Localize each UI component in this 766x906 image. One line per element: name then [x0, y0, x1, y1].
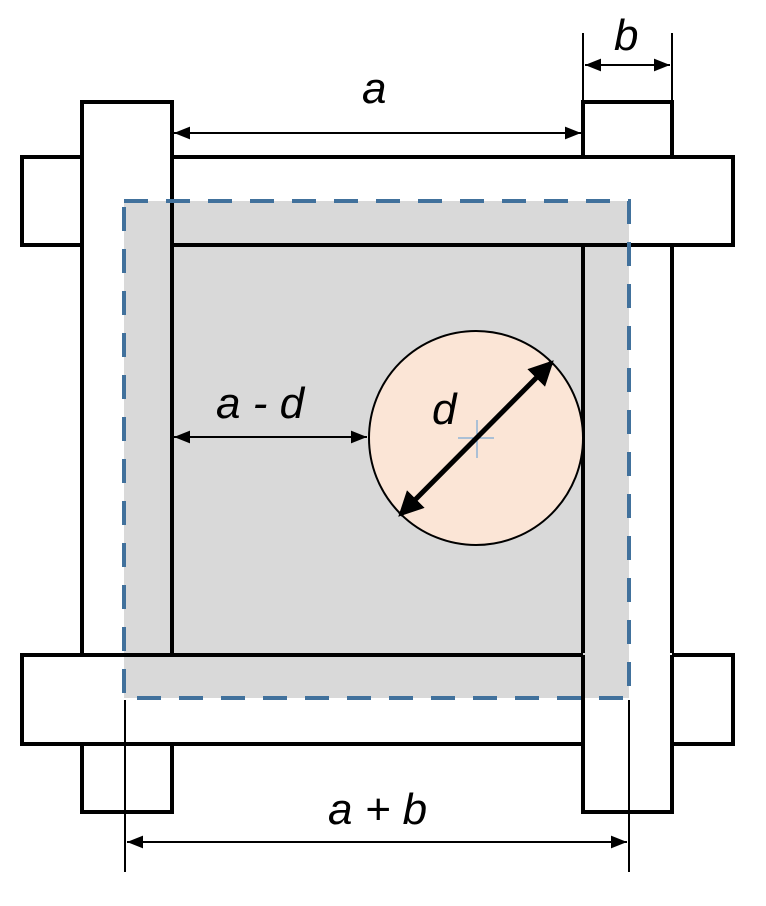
diameter-arrow	[398, 360, 554, 517]
label-a-plus-b: a + b	[328, 785, 427, 834]
label-a-minus-d: a - d	[216, 379, 306, 428]
right-vertical-bar-edge	[581, 655, 674, 814]
label-b: b	[614, 11, 638, 60]
label-d: d	[432, 385, 458, 434]
label-a: a	[362, 64, 386, 113]
unit-cell-dashed-border	[122, 199, 631, 700]
